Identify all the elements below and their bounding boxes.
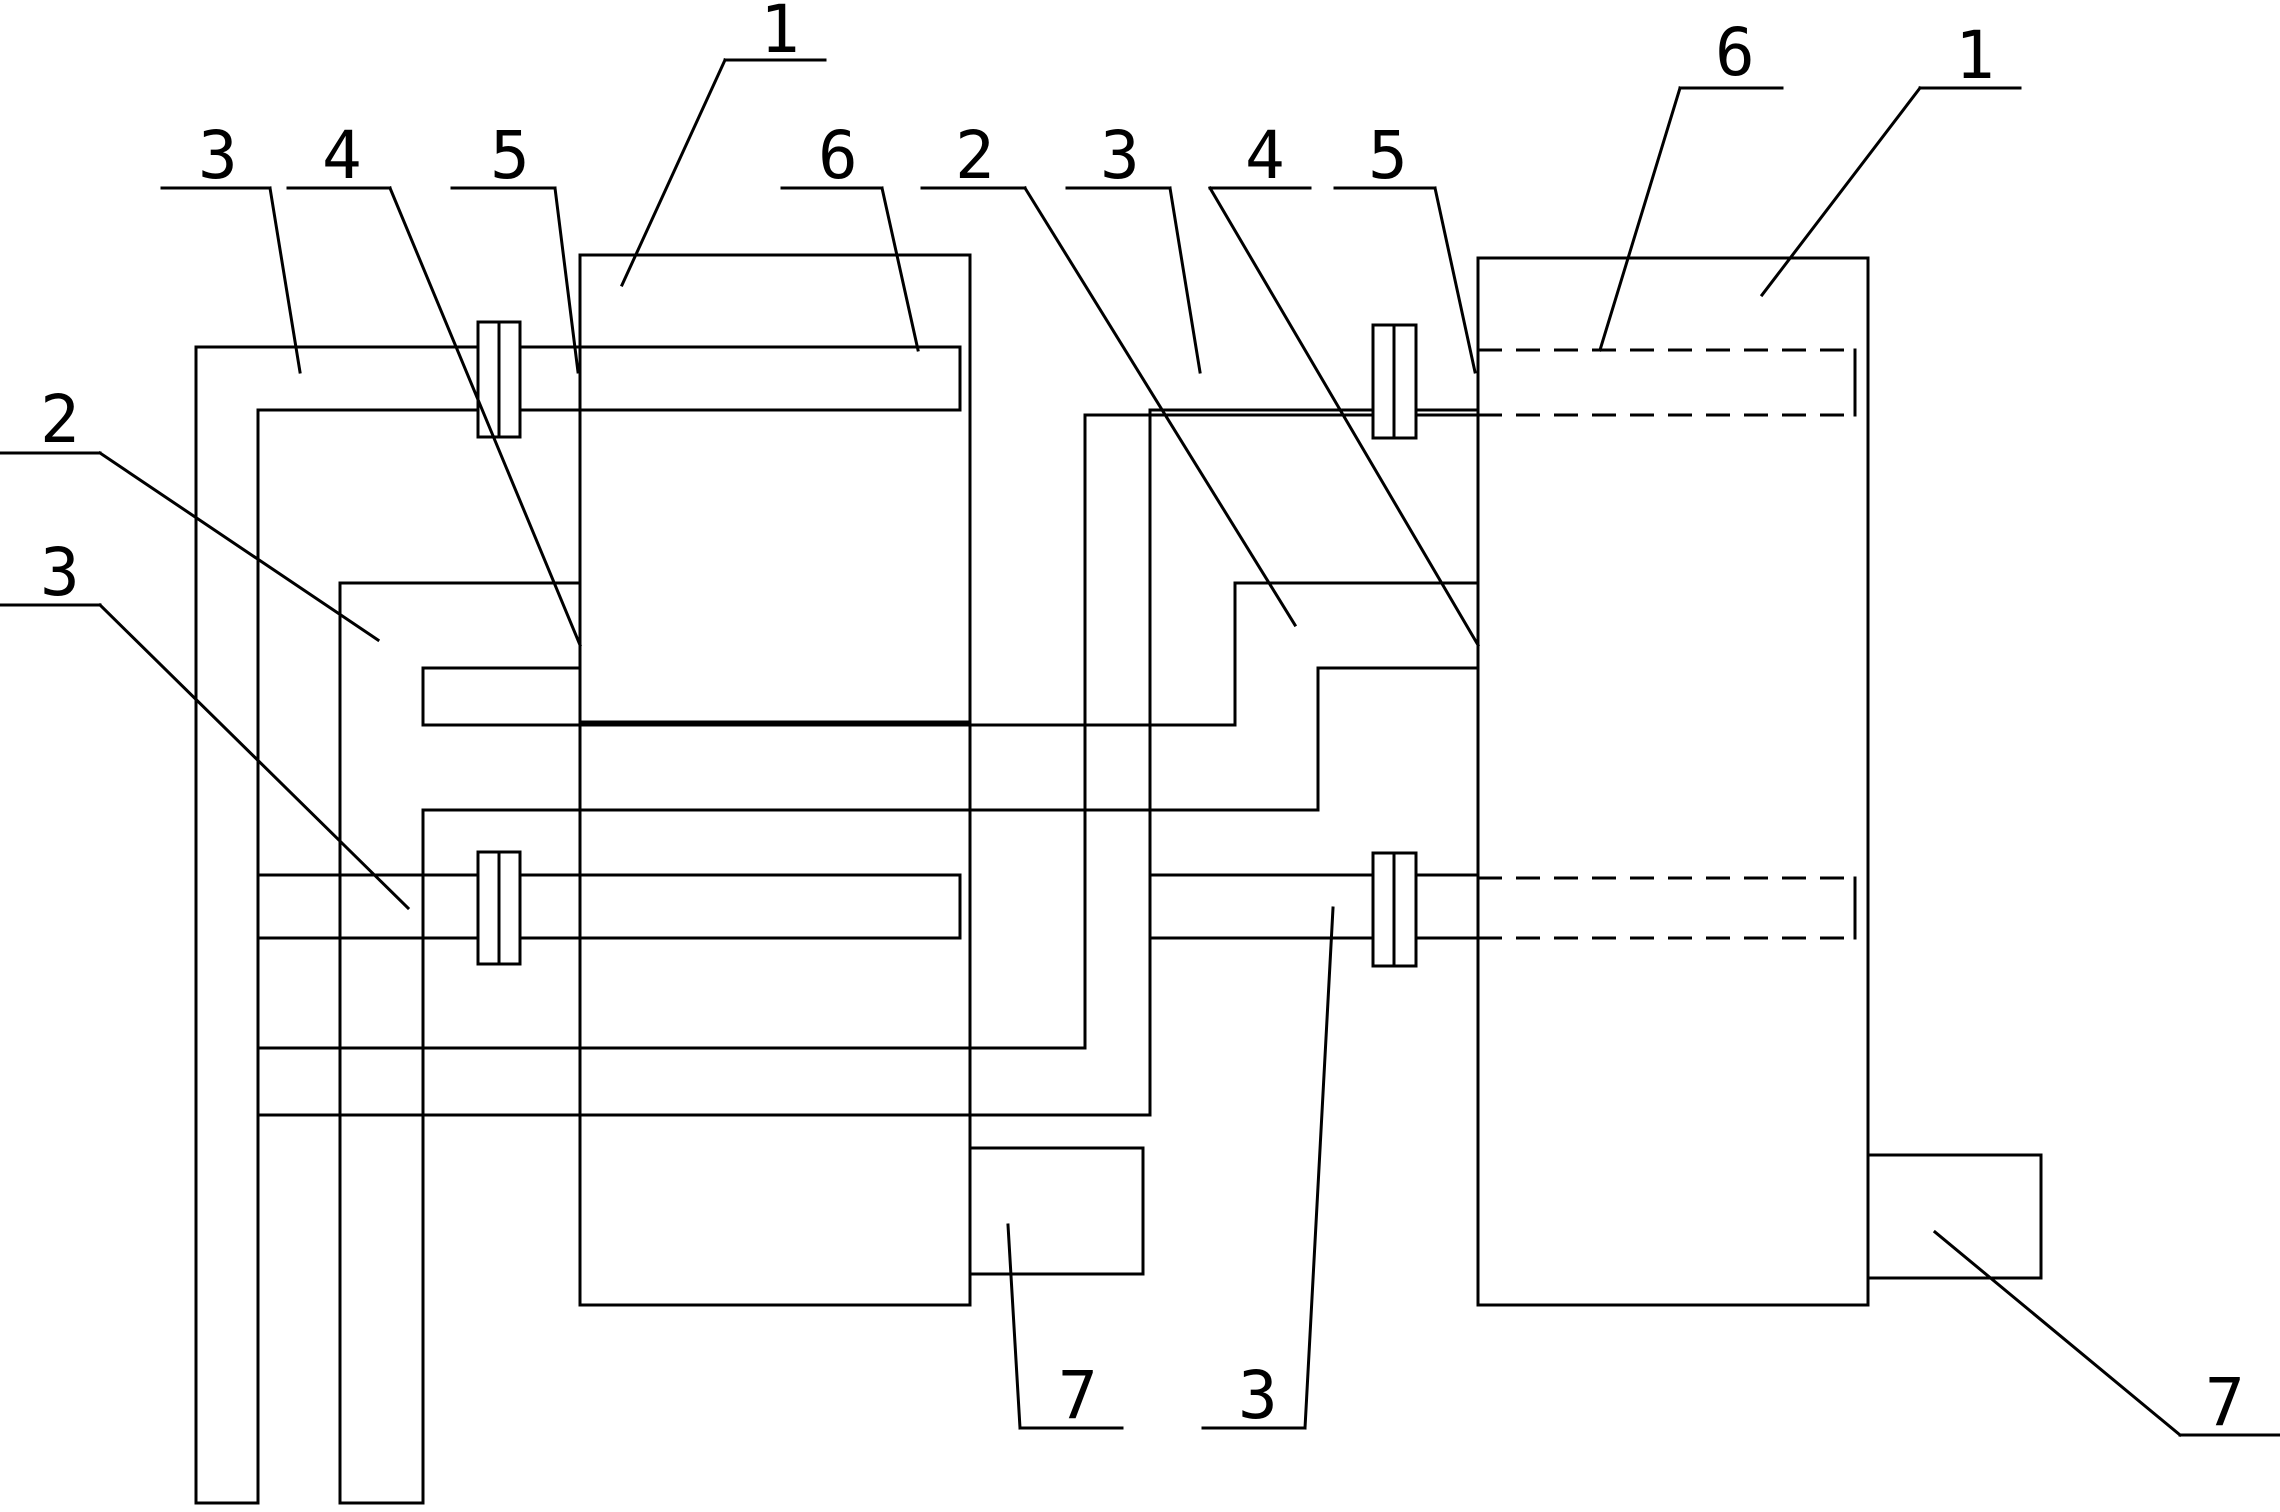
left-housing [578,253,1145,1307]
label-7-right: 7 [2205,1364,2245,1441]
label-5-right: 5 [1368,117,1408,194]
flanges [476,320,1418,968]
left-pipe-system [194,345,1480,1505]
label-6-left: 6 [818,117,858,194]
label-4-right: 4 [1245,117,1285,194]
label-5-left: 5 [490,117,530,194]
left-housing-upper-box [578,253,972,724]
label-3-top-mid: 3 [1100,117,1140,194]
label-1-right: 1 [1955,17,1995,94]
label-2-mid: 2 [955,117,995,194]
label-7-left: 7 [1058,1357,1098,1434]
left-housing-lower-box [578,1113,972,1307]
label-3-mid-left: 3 [40,534,80,611]
label-6-right: 6 [1715,14,1755,91]
label-2-left: 2 [40,381,80,458]
right-housing [1476,256,2043,1307]
labels: 1 1 3 4 5 6 2 3 4 5 6 2 3 7 3 7 [40,0,2245,1441]
label-3-top-left: 3 [198,117,238,194]
right-housing-box [1476,256,1870,1307]
label-4-left: 4 [322,117,362,194]
label-3-bottom: 3 [1238,1357,1278,1434]
left-outlet-block [968,1146,1145,1276]
middle-pipe-system [338,581,1480,1505]
shafts [580,345,1857,940]
label-1-left: 1 [760,0,800,68]
leader-lines [0,58,2280,1438]
right-outlet-block [1866,1153,2043,1280]
